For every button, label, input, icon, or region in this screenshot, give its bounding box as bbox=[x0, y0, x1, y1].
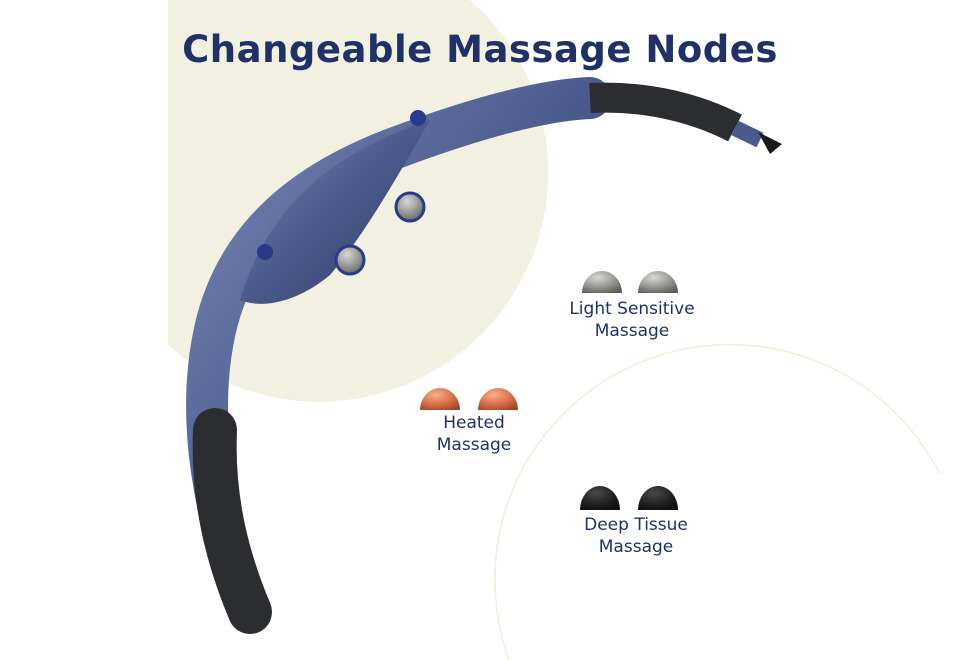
tip-connector bbox=[731, 120, 764, 148]
label-line: Massage bbox=[598, 537, 674, 557]
outline-circle bbox=[494, 343, 941, 660]
node-pair-light bbox=[582, 271, 678, 293]
button-side bbox=[257, 244, 273, 260]
bottom-grip bbox=[192, 408, 272, 634]
deep-tissue-label: Deep Tissue Massage bbox=[556, 514, 716, 558]
heated-label: Heated Massage bbox=[394, 412, 554, 456]
massager-head bbox=[240, 120, 430, 304]
tip-screw bbox=[758, 132, 782, 154]
node-pair-deep bbox=[580, 486, 678, 510]
light-sensitive-label: Light Sensitive Massage bbox=[552, 298, 712, 342]
label-line: Massage bbox=[436, 435, 512, 455]
node-lower bbox=[334, 244, 366, 276]
label-line: Deep Tissue bbox=[584, 515, 688, 535]
label-line: Heated bbox=[443, 413, 505, 433]
node-pair-heated bbox=[420, 388, 518, 410]
page-title: Changeable Massage Nodes bbox=[182, 28, 778, 71]
label-line: Light Sensitive bbox=[569, 299, 695, 319]
massager bbox=[186, 77, 782, 634]
node-upper bbox=[394, 191, 426, 223]
label-line: Massage bbox=[594, 321, 670, 341]
tip-grip bbox=[589, 82, 742, 142]
button-top bbox=[410, 110, 426, 126]
